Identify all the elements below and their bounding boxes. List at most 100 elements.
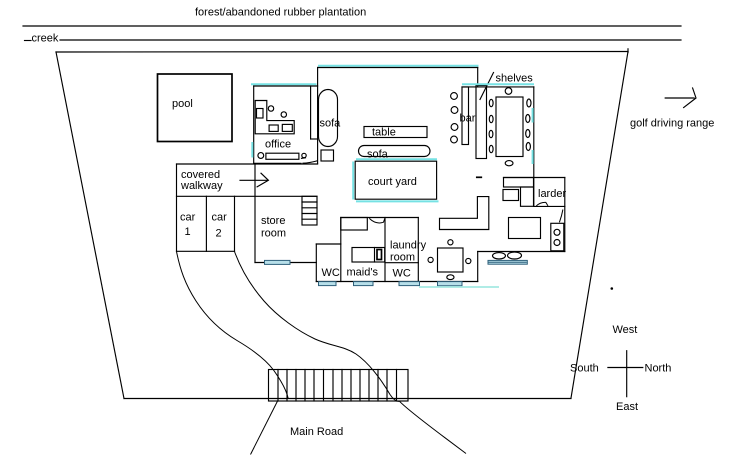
walkway-arrow-head	[256, 172, 270, 188]
nook-chair-right	[465, 257, 472, 265]
bar-stool-3	[450, 123, 459, 131]
office-monitor	[255, 107, 264, 119]
larder-lower-door-leaf	[558, 209, 564, 223]
maids-door	[353, 281, 374, 287]
nook-chair-left	[427, 256, 434, 264]
fixture-circle-2	[553, 238, 561, 247]
larder-label: larder	[538, 188, 566, 200]
dining-table	[495, 96, 524, 158]
hall-table	[363, 125, 428, 139]
golf-range-area: golf driving range	[630, 87, 714, 130]
sink-basin-1	[491, 252, 507, 260]
compass-label-right: North	[645, 363, 672, 375]
pool-label: pool	[172, 98, 193, 110]
bar-stool-2	[450, 106, 459, 114]
hall-table-label: table	[372, 127, 396, 139]
kitchen-fixture-box	[550, 222, 565, 252]
wc-south-label: WC	[393, 268, 411, 280]
sofa-side-table	[320, 149, 335, 162]
sofa-west-label: sofa	[320, 118, 342, 130]
sofa-west	[317, 88, 339, 148]
maids-bed	[351, 246, 386, 263]
maids-wing: maid's WC laundry room WC	[315, 216, 499, 288]
boundary-west	[55, 51, 125, 400]
dining-chair-left-4	[488, 144, 494, 154]
nook-chair-top	[447, 239, 454, 246]
laundry-label-line2: room	[390, 252, 415, 264]
bar-label: bar	[460, 113, 476, 125]
courtyard-label: court yard	[368, 176, 417, 188]
wc-west-door	[318, 281, 337, 287]
bar-stool-1	[450, 92, 458, 100]
compass: West South North East	[570, 287, 671, 413]
court-yard: court yard	[352, 158, 439, 203]
office-drawer-1	[268, 124, 279, 132]
wc-south-door	[398, 281, 420, 287]
car2-label-line2: 2	[216, 228, 222, 240]
walkway-label-line1: covered	[181, 169, 220, 181]
driveway-left-edge	[176, 251, 289, 399]
creek-label: creek	[32, 33, 59, 45]
dining-room	[461, 83, 535, 207]
shelves-pointer-line	[479, 71, 495, 101]
main-road-label: Main Road	[290, 426, 343, 438]
sofa-center	[357, 144, 431, 158]
office-label: office	[265, 139, 291, 151]
kitchen-island	[507, 216, 542, 240]
nook-door	[437, 281, 463, 287]
nook-table	[436, 247, 464, 273]
kitchen-wing: larder	[427, 176, 566, 283]
pool-area: pool	[156, 73, 233, 143]
stray-dot	[610, 287, 614, 290]
walkway-label-line2: walkway	[180, 180, 223, 192]
sofa-center-label: sofa	[367, 149, 389, 161]
store-room: store room	[254, 163, 318, 265]
office-desk	[254, 99, 295, 135]
office-chair-1	[267, 105, 275, 112]
kitchen-small-unit	[502, 188, 520, 202]
larder-door-swing	[535, 201, 549, 207]
dining-chair-bottom	[504, 160, 514, 167]
bar-stool-4	[450, 135, 458, 144]
property-boundary	[55, 48, 629, 400]
covered-walkway: covered walkway	[175, 163, 319, 197]
office-drawer-2	[281, 123, 293, 132]
compass-label-up: West	[613, 324, 638, 336]
fixture-circle-1	[553, 228, 561, 236]
gate	[267, 368, 409, 402]
gate-outline	[267, 368, 409, 402]
storeroom-label-line2: room	[261, 228, 286, 240]
compass-label-down: East	[616, 401, 638, 413]
golf-range-label: golf driving range	[630, 118, 714, 130]
storeroom-label-line1: store	[261, 215, 285, 227]
kitchen-mid-unit	[519, 186, 535, 207]
forest-label: forest/abandoned rubber plantation	[195, 7, 366, 19]
maids-door-swing	[368, 218, 386, 224]
dining-chair-right-4	[525, 141, 531, 152]
dining-chair-right-1	[526, 98, 532, 108]
dining-chair-top	[504, 87, 513, 95]
pool-outline	[156, 73, 233, 143]
maids-pillow	[376, 248, 383, 261]
car1-label-line1: car	[180, 212, 196, 224]
sink-basin-2	[506, 251, 523, 260]
wc-west-label: WC	[322, 267, 340, 279]
office-small-chair-tail	[300, 157, 307, 159]
maids-label: maid's	[347, 267, 379, 279]
car1-label-line2: 1	[185, 226, 191, 238]
dining-chair-left-3	[488, 129, 494, 139]
office-chair-2	[280, 111, 288, 118]
office-sideboard	[265, 152, 300, 160]
main-hall: sofa table sofa	[317, 64, 483, 179]
kitchen-counter-top	[502, 176, 535, 188]
driveway: Main Road	[176, 251, 467, 455]
golf-arrow-head	[682, 87, 697, 109]
office-room: office	[251, 83, 319, 165]
forest-creek-area: forest/abandoned rubber plantation creek	[22, 7, 682, 45]
dining-chair-right-3	[525, 128, 531, 139]
dining-chair-left-1	[488, 98, 494, 108]
car-park: car 1 car 2	[175, 163, 236, 252]
breakfast-nook	[427, 239, 472, 281]
laundry-label-line1: laundry	[390, 240, 427, 252]
